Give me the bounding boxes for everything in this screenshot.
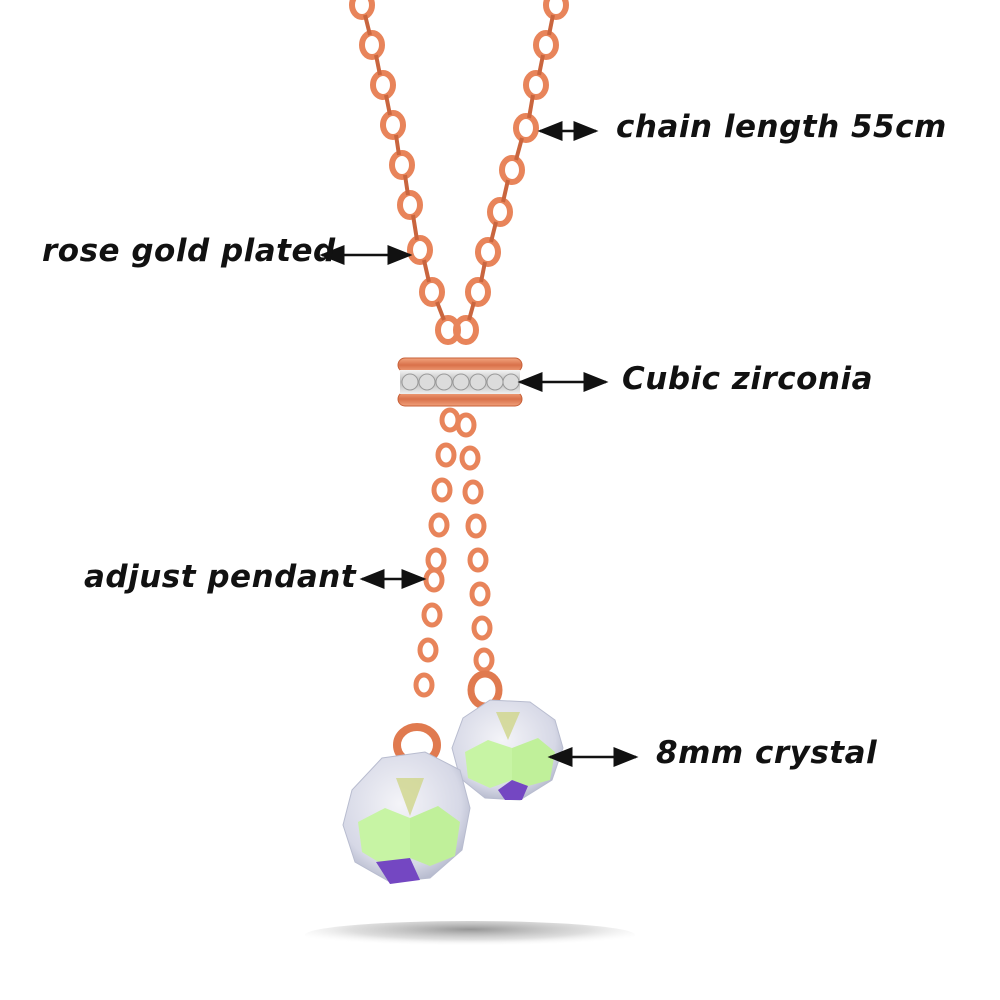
label-8mm-crystal: 8mm crystal: [656, 735, 878, 771]
label-cubic-zirconia: Cubic zirconia: [622, 361, 874, 397]
right-upper-chain: [453, 0, 569, 345]
label-rose-gold-plated: rose gold plated: [42, 233, 336, 269]
left-hanging-chain: [413, 407, 461, 698]
cubic-zirconia-slider: [397, 357, 523, 407]
left-upper-chain: [349, 0, 461, 345]
annotation-arrows: [319, 121, 639, 767]
right-hanging-chain: [455, 412, 495, 673]
label-adjust-pendant: adjust pendant: [84, 559, 357, 595]
label-chain-length: chain length 55cm: [616, 109, 947, 145]
floor-shadow: [305, 921, 635, 949]
crystal-right: [451, 699, 564, 801]
crystal-left: [342, 751, 471, 884]
